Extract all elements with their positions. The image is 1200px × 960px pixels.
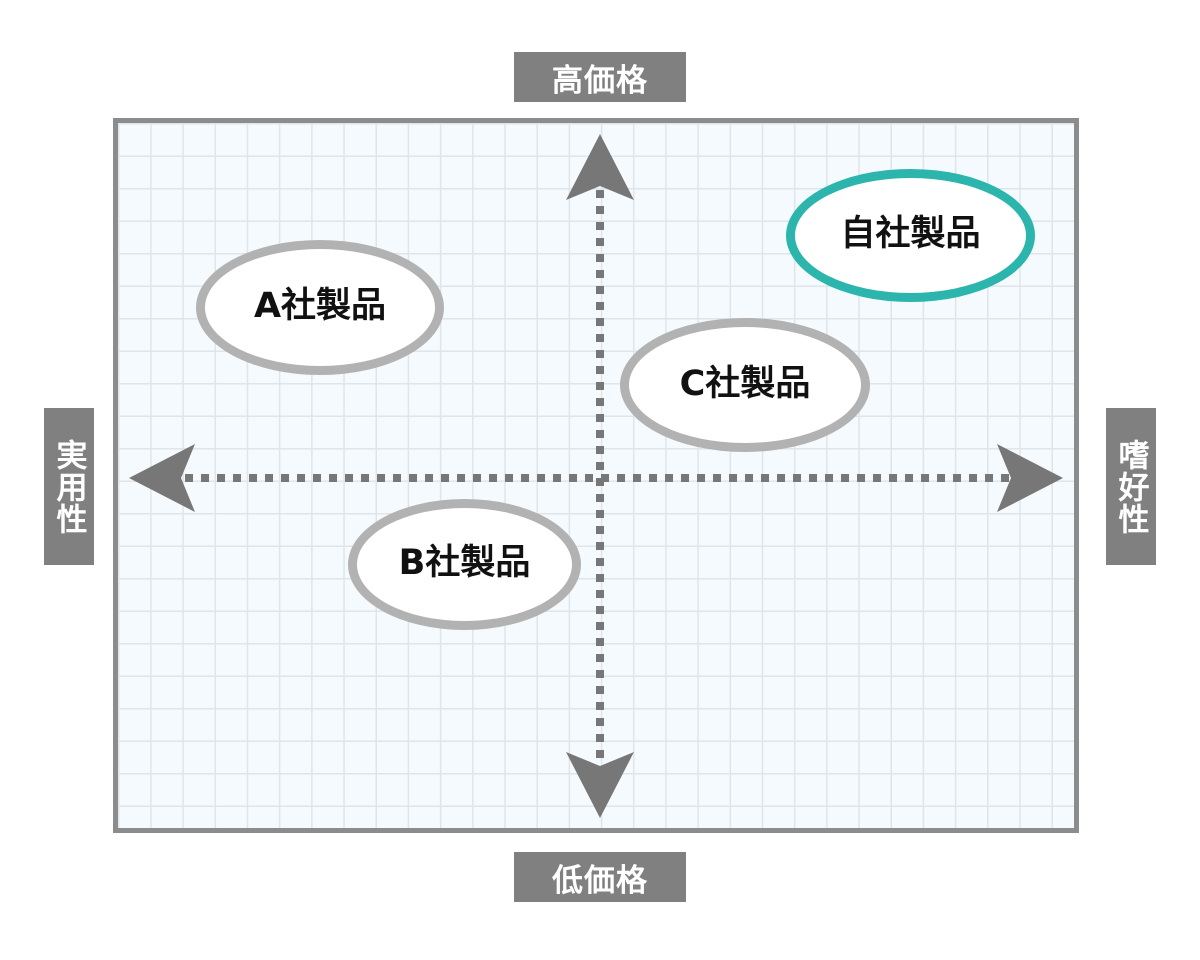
axis-label-bottom-text: 低価格	[552, 862, 648, 899]
bubble-company-a-product-label: A社製品	[253, 286, 387, 326]
axis-label-right-preference: 嗜好性	[1106, 408, 1156, 565]
bubble-company-b-product[interactable]: B社製品	[348, 499, 581, 630]
axis-label-top-high-price: 高価格	[514, 52, 686, 102]
axis-label-top-text: 高価格	[552, 62, 648, 99]
axis-label-right-text: 嗜好性	[1112, 438, 1149, 535]
bubble-company-b-product-label: B社製品	[398, 543, 531, 583]
bubble-company-c-product-label: C社製品	[679, 363, 811, 404]
bubble-company-a-product[interactable]: A社製品	[196, 240, 444, 375]
axis-label-left-practicality: 実用性	[44, 408, 94, 565]
axis-label-left-text: 実用性	[50, 438, 87, 535]
bubble-company-c-product[interactable]: C社製品	[620, 318, 870, 452]
axis-label-bottom-low-price: 低価格	[514, 852, 686, 902]
bubble-own-product[interactable]: 自社製品	[786, 169, 1035, 302]
bubble-own-product-label: 自社製品	[840, 214, 981, 254]
